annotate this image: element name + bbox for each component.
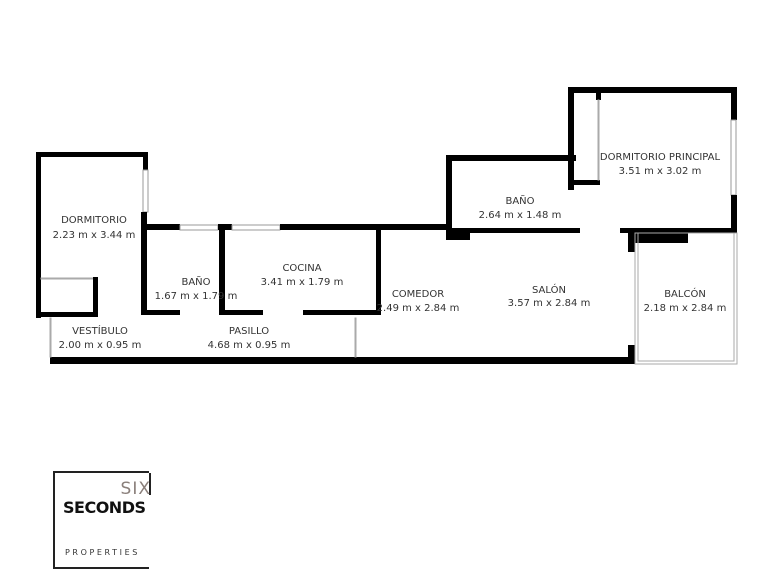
- room-name: PASILLO: [229, 326, 269, 337]
- wall: [143, 152, 148, 170]
- wall: [628, 228, 635, 252]
- room-dimensions: 3.57 m x 2.84 m: [508, 298, 591, 309]
- wall: [568, 87, 574, 190]
- room-dimensions: 2.23 m x 3.44 m: [53, 230, 136, 241]
- logo-seconds: SECONDS: [63, 498, 148, 517]
- wall: [628, 345, 635, 364]
- wall: [219, 225, 225, 315]
- window: [142, 169, 149, 213]
- six-seconds-logo: SIX SECONDS PROPERTIES: [53, 471, 151, 569]
- room-dimensions: 2.18 m x 2.84 m: [644, 303, 727, 314]
- wall: [446, 155, 452, 235]
- wall: [143, 224, 180, 230]
- room-name: DORMITORIO PRINCIPAL: [600, 152, 721, 163]
- wall: [141, 212, 147, 315]
- room-bano: BAÑO 1.67 m x 1.79 m: [155, 275, 238, 302]
- room-dormitorio: DORMITORIO 2.23 m x 3.44 m: [53, 215, 136, 241]
- room-dimensions: 3.51 m x 3.02 m: [619, 166, 702, 177]
- wall: [280, 224, 450, 230]
- room-name: BALCÓN: [664, 287, 706, 300]
- room-dormitorio-principal: DORMITORIO PRINCIPAL 3.51 m x 3.02 m: [600, 152, 721, 177]
- room-dimensions: 2.00 m x 0.95 m: [59, 340, 142, 351]
- opening: [49, 317, 52, 358]
- room-dimensions: 2.64 m x 1.48 m: [479, 210, 562, 221]
- column: [446, 228, 470, 240]
- wall: [568, 87, 737, 93]
- room-vestibulo: VESTÍBULO 2.00 m x 0.95 m: [59, 324, 142, 351]
- column: [628, 228, 688, 243]
- room-bano-2: BAÑO 2.64 m x 1.48 m: [479, 194, 562, 221]
- room-cocina: COCINA 3.41 m x 1.79 m: [261, 263, 344, 288]
- window: [179, 224, 219, 231]
- wall: [50, 357, 635, 364]
- wall: [36, 152, 148, 157]
- room-dimensions: 3.41 m x 1.79 m: [261, 277, 344, 288]
- room-dimensions: 4.68 m x 0.95 m: [208, 340, 291, 351]
- wall: [93, 277, 98, 317]
- wall: [446, 228, 580, 233]
- room-comedor: COMEDOR 2.49 m x 2.84 m: [377, 289, 460, 314]
- balcony-outline: [637, 232, 735, 362]
- wall: [376, 228, 381, 315]
- room-dimensions: 1.67 m x 1.79 m: [155, 291, 238, 302]
- window: [231, 224, 281, 231]
- room-name: COCINA: [282, 263, 321, 274]
- logo-properties: PROPERTIES: [65, 548, 140, 557]
- wall: [568, 180, 600, 185]
- wall: [141, 310, 180, 315]
- walls: [36, 87, 738, 365]
- room-balcon: BALCÓN 2.18 m x 2.84 m: [644, 287, 727, 314]
- logo-six: SIX: [120, 479, 151, 499]
- closet-line: [40, 277, 96, 280]
- wall: [303, 310, 381, 315]
- room-name: VESTÍBULO: [72, 324, 128, 337]
- window: [730, 119, 737, 196]
- wall: [446, 155, 576, 161]
- room-dimensions: 2.49 m x 2.84 m: [377, 303, 460, 314]
- closet-line: [597, 99, 600, 181]
- room-name: COMEDOR: [392, 289, 444, 300]
- wall: [36, 312, 98, 317]
- logo-frame: [53, 471, 151, 569]
- room-name: DORMITORIO: [61, 215, 127, 226]
- room-salon: SALÓN 3.57 m x 2.84 m: [508, 283, 591, 309]
- room-name: SALÓN: [532, 283, 566, 296]
- wall: [219, 310, 263, 315]
- room-pasillo: PASILLO 4.68 m x 0.95 m: [208, 326, 291, 351]
- wall: [36, 152, 41, 318]
- wall: [731, 195, 737, 233]
- wall: [731, 87, 737, 120]
- room-name: BAÑO: [181, 275, 210, 288]
- opening: [354, 317, 357, 358]
- room-name: BAÑO: [505, 194, 534, 207]
- wall: [596, 87, 601, 100]
